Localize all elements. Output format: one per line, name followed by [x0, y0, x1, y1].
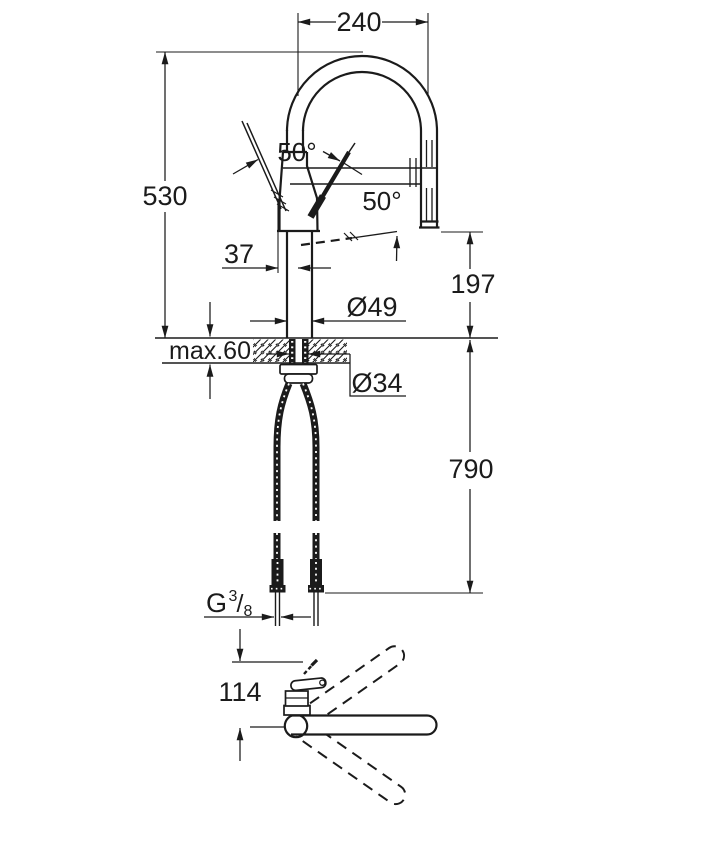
hose-right	[299, 382, 320, 559]
hose-left-collar	[269, 585, 286, 593]
arc-outer	[285, 54, 439, 132]
dock-bracket	[409, 158, 417, 187]
faucet-top-view	[283, 645, 438, 806]
dashed-spout-outline	[295, 720, 407, 806]
dim-max-deck-60: max.60	[169, 302, 251, 399]
hose-left	[273, 382, 293, 559]
spray-outlet-cap	[419, 220, 440, 229]
dim-spout-reach-240: 240	[297, 7, 429, 96]
dim-label-114: 114	[218, 677, 261, 707]
dim-label-o49: Ø49	[346, 292, 397, 322]
dim-thread-g38: G 3 / 8	[204, 588, 311, 621]
lever-forward-dashed	[300, 236, 353, 247]
spout-plan-outline	[291, 714, 438, 736]
lever-up-right-grip	[307, 194, 327, 219]
hose-left-connector	[271, 559, 284, 585]
thread-end-right	[313, 592, 319, 626]
angle-leader-up-arrow	[393, 235, 401, 262]
leader-underline	[349, 354, 406, 397]
dim-label-530: 530	[142, 181, 187, 211]
lever-tip-detail	[319, 679, 326, 686]
downspout-walls	[419, 131, 439, 228]
lever-up-left-ticks	[270, 189, 290, 212]
lever-forward-line	[351, 230, 398, 239]
countertop-hatch-left	[253, 339, 289, 362]
countertop-hatch-right	[308, 339, 347, 362]
lever-up-right-tip	[348, 142, 356, 153]
nut-guide	[283, 373, 314, 384]
connector-dots	[276, 562, 317, 583]
angle-label-50-top: 50°	[277, 137, 316, 167]
handle-plan	[283, 658, 327, 716]
thread-label-numerator: 3	[229, 588, 238, 605]
thread-label-g: G	[206, 588, 227, 618]
dim-lever-height-114: 114	[218, 629, 303, 761]
hose-neck-left	[285, 130, 305, 152]
dim-outlet-clearance-197: 197	[441, 231, 496, 339]
downspout-sleeve-lines	[425, 140, 433, 221]
supply-hoses	[269, 382, 324, 626]
column-walls	[285, 231, 314, 338]
dim-spray-angle-50: 50°	[277, 137, 316, 167]
swing-arrow-left	[232, 158, 259, 175]
dim-label-37: 37	[224, 239, 254, 269]
threaded-shank-left	[289, 339, 296, 364]
thread-label-denominator: 8	[244, 603, 253, 620]
dashed-spout-outline	[294, 645, 406, 731]
dim-label-197: 197	[450, 269, 495, 299]
swing-arrow-right	[322, 150, 341, 162]
hose-left-braid-dots	[276, 383, 290, 559]
gooseneck-arc	[285, 54, 440, 229]
head-right-edge	[305, 152, 319, 232]
dim-body-diameter-49: Ø49	[250, 292, 406, 325]
dim-outlet-offset-37: 37	[222, 199, 331, 273]
dim-total-height-530: 530	[142, 51, 363, 339]
spout-swing-down-dashed	[295, 720, 407, 806]
lever-bar	[290, 677, 327, 692]
angle-label-50-right: 50°	[362, 186, 401, 216]
dim-lever-angle-50: 50°	[362, 186, 401, 216]
dim-label-o34: Ø34	[351, 368, 402, 398]
lever-raised-tip	[310, 658, 319, 667]
mounting-nut	[279, 363, 318, 384]
handle-lever-plan	[290, 677, 327, 692]
hose-right-connector	[310, 559, 322, 585]
hose-right-collar	[308, 585, 324, 593]
lever-positions	[232, 120, 401, 262]
nut-flange	[279, 363, 318, 375]
spout-swing-up-dashed	[294, 645, 406, 731]
dim-label-max60: max.60	[169, 337, 251, 365]
dim-label-240: 240	[336, 7, 381, 37]
threaded-shank-right	[302, 339, 309, 364]
dim-label-790: 790	[448, 454, 493, 484]
thread-end-left	[274, 592, 281, 626]
dim-hose-length-790: 790	[325, 339, 494, 594]
lever-up-left	[241, 120, 287, 212]
lever-forward-ticks	[343, 231, 359, 242]
hose-right-braid-dots	[302, 383, 317, 559]
dim-hole-diameter-34: Ø34	[266, 350, 406, 398]
shank-thread-dots	[291, 341, 307, 363]
ext-lines	[297, 13, 429, 96]
faucet-side-view	[155, 54, 498, 626]
thread-label-slash: /	[237, 590, 244, 618]
swing-arrow-right-tail	[342, 161, 363, 176]
dimensions: 240 530 50° 50° 37 197	[142, 7, 496, 761]
arc-inner	[301, 70, 423, 132]
handle-base-band	[283, 704, 311, 716]
